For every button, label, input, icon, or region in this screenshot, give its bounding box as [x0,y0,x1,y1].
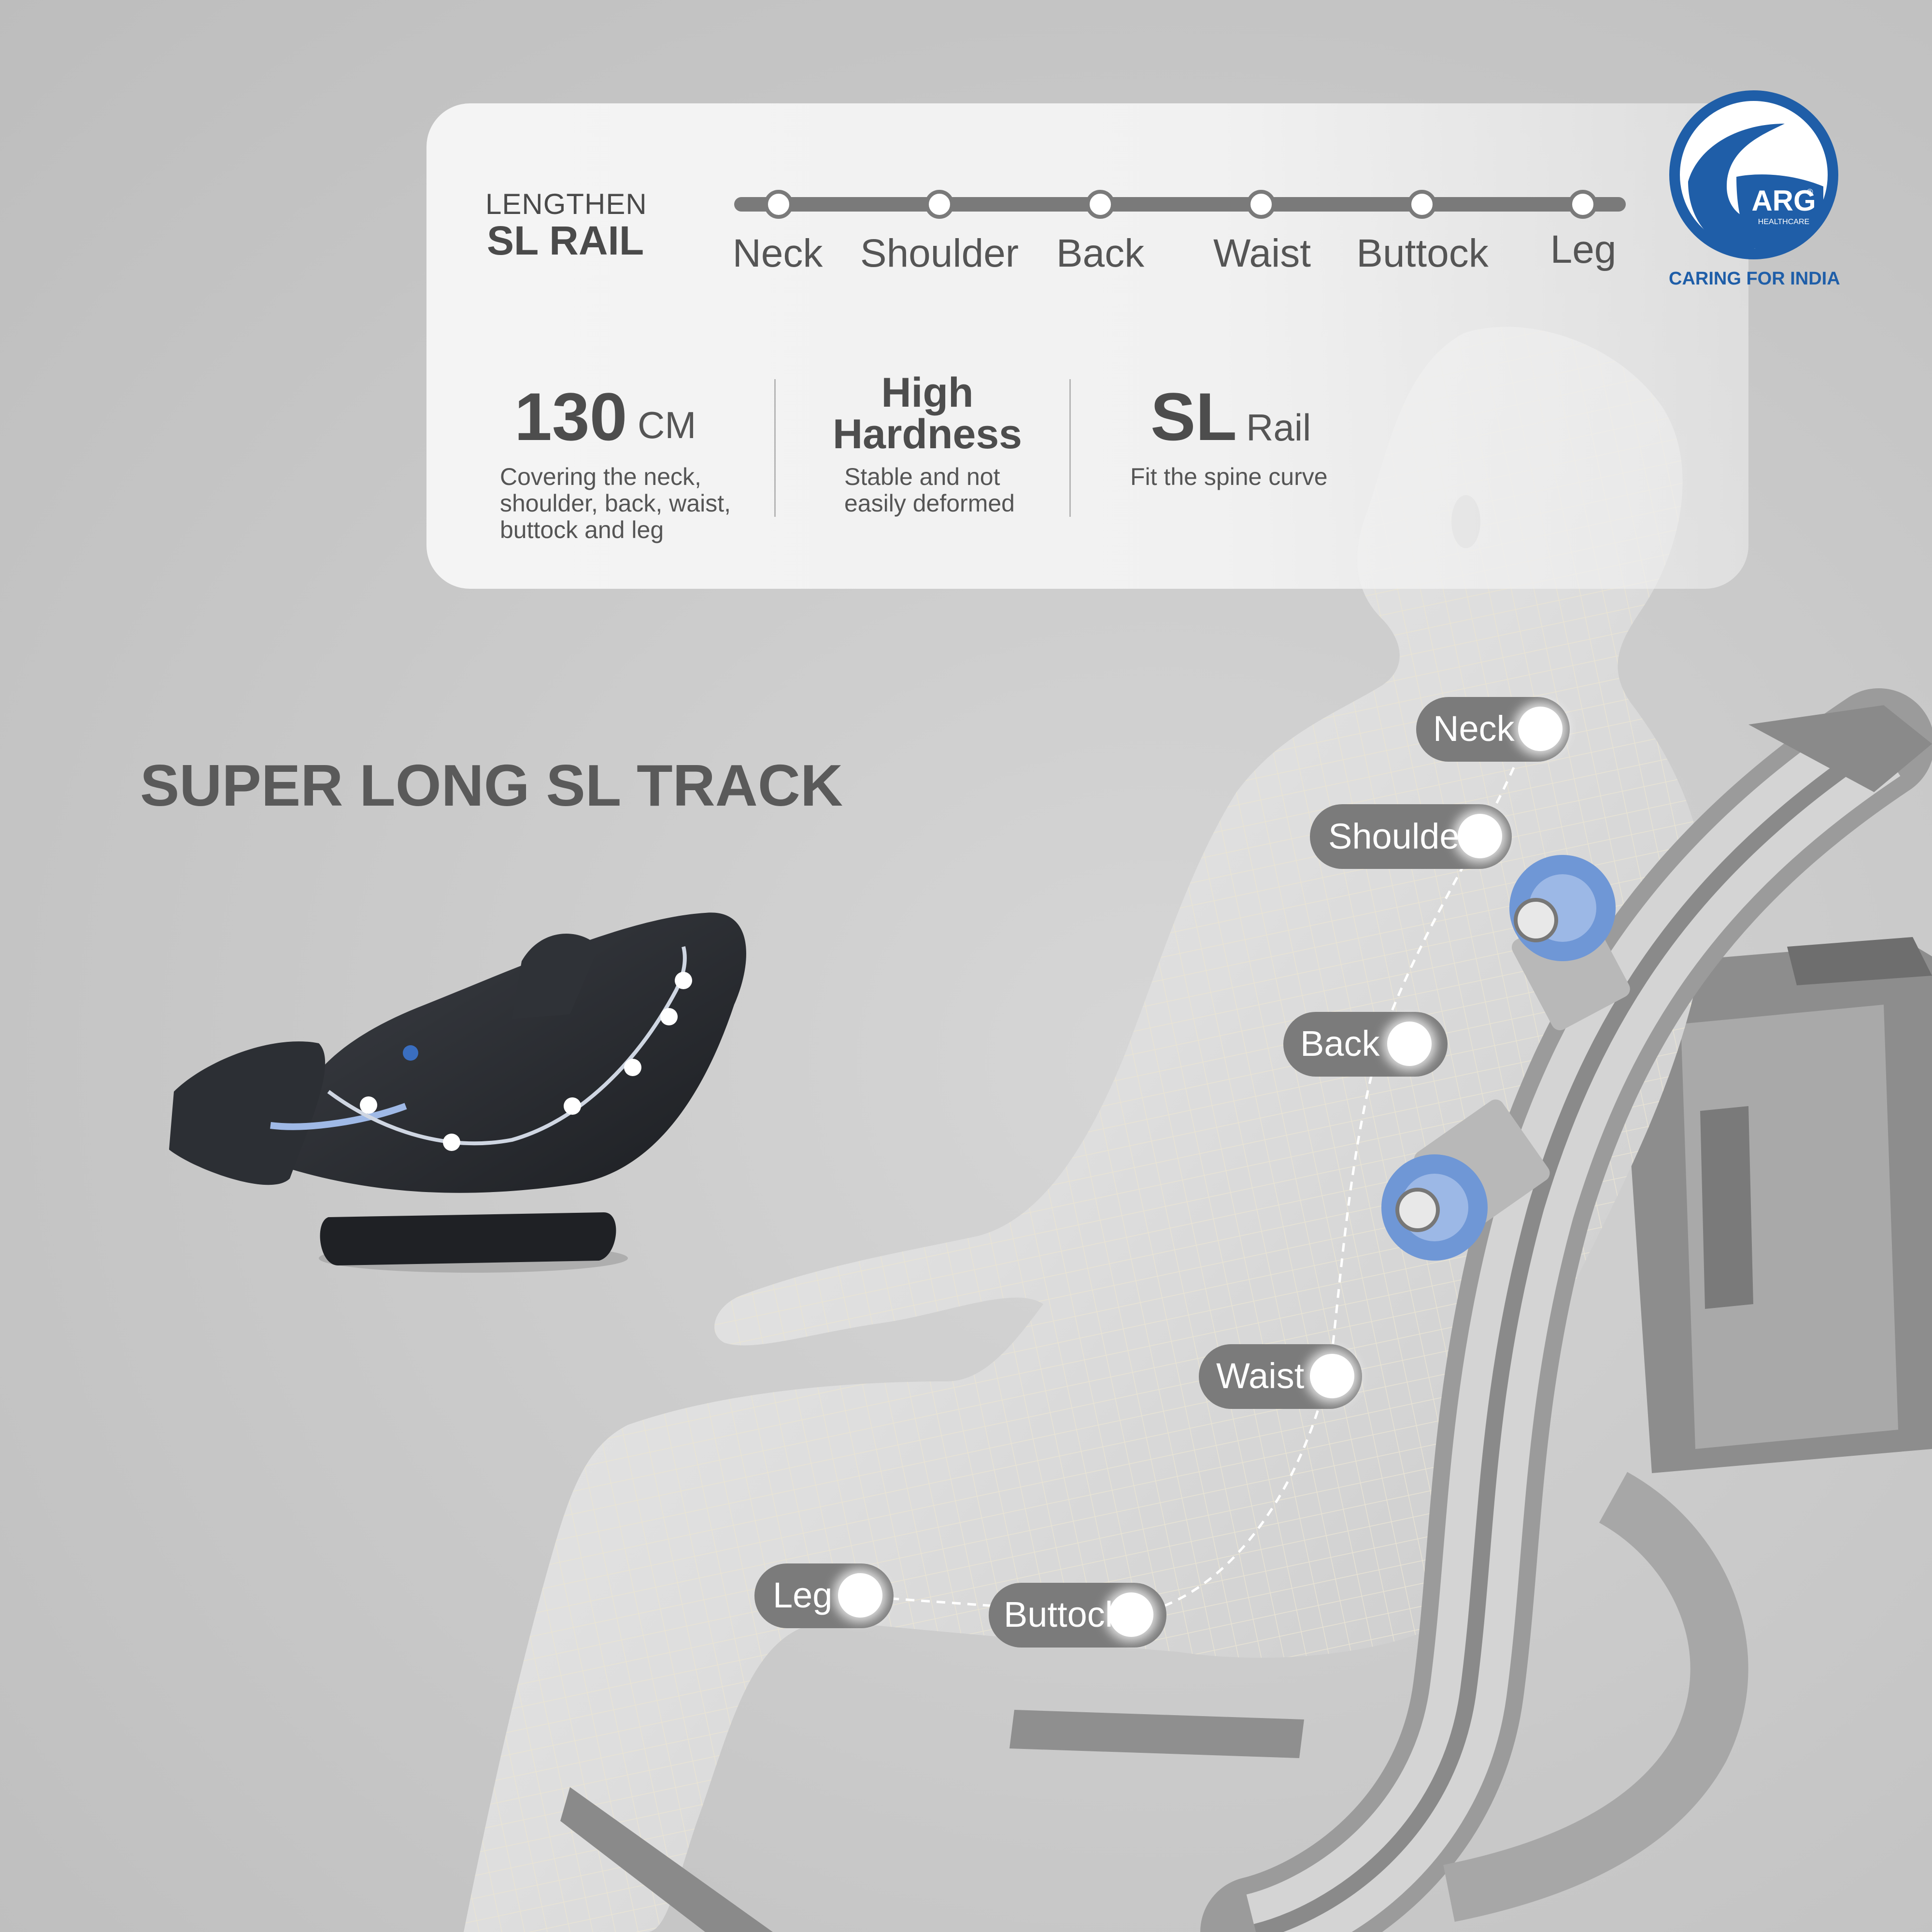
body-point-shoulder-label: Shoulder [1328,816,1472,856]
sl-rail-title: SL RAIL [487,218,644,263]
body-point-neck-dot [1518,707,1563,751]
rail-dot-leg [1568,190,1597,219]
rail-label-waist: Waist [1213,231,1311,275]
body-point-buttock-dot [1109,1592,1153,1637]
length-value: 130 [514,379,627,455]
body-point-leg-label: Leg [773,1575,833,1615]
sl-rail-track [560,688,1932,1932]
logo-tagline: CARING FOR INDIA [1669,269,1840,289]
length-unit: CM [638,404,696,446]
rail-spec-word: Rail [1246,406,1311,449]
rail-label-leg: Leg [1550,227,1617,271]
massage-chair-image [169,912,746,1273]
body-point-back-label: Back [1300,1023,1380,1064]
rail-spec-big: SL [1151,379,1237,455]
logo-brand: ARG [1751,185,1816,217]
body-point-waist-dot [1310,1354,1354,1398]
rail-dot-neck [764,190,793,219]
logo-sub: HEALTHCARE [1758,218,1809,226]
spec-panel [426,103,1748,589]
rail-dot-buttock [1407,190,1436,219]
rail-label-neck: Neck [732,231,823,275]
rail-spec-description: Fit the spine curve [1130,463,1328,490]
body-point-shoulder-dot [1458,814,1502,858]
body-point-buttock-label: Buttock [1004,1594,1123,1634]
body-point-back-dot [1387,1022,1432,1066]
lengthen-label: LENGTHEN [485,188,647,220]
motor-frame [1618,937,1932,1473]
headline: SUPER LONG SL TRACK [140,753,843,818]
hardness-title: High Hardness [833,369,1022,457]
spec-divider [774,379,776,517]
arg-healthcare-logo: ARG HEALTHCARE ® [1669,90,1838,259]
rail-label-buttock: Buttock [1356,231,1489,275]
rail-dot-shoulder [925,190,954,219]
rail-bar [734,197,1626,212]
rail-dot-back [1086,190,1115,219]
body-point-leg-dot [838,1573,882,1618]
hardness-description: Stable and not easily deformed [844,463,1015,517]
massage-rollers [1381,855,1630,1261]
body-point-waist-label: Waist [1216,1356,1305,1396]
spec-divider [1069,379,1071,517]
logo-registered-mark: ® [1806,187,1813,197]
rail-label-shoulder: Shoulder [860,231,1019,275]
rail-dot-waist [1247,190,1276,219]
rail-label-back: Back [1056,231,1145,275]
body-point-neck-label: Neck [1433,709,1515,749]
length-description: Covering the neck, shoulder, back, waist… [500,463,731,543]
